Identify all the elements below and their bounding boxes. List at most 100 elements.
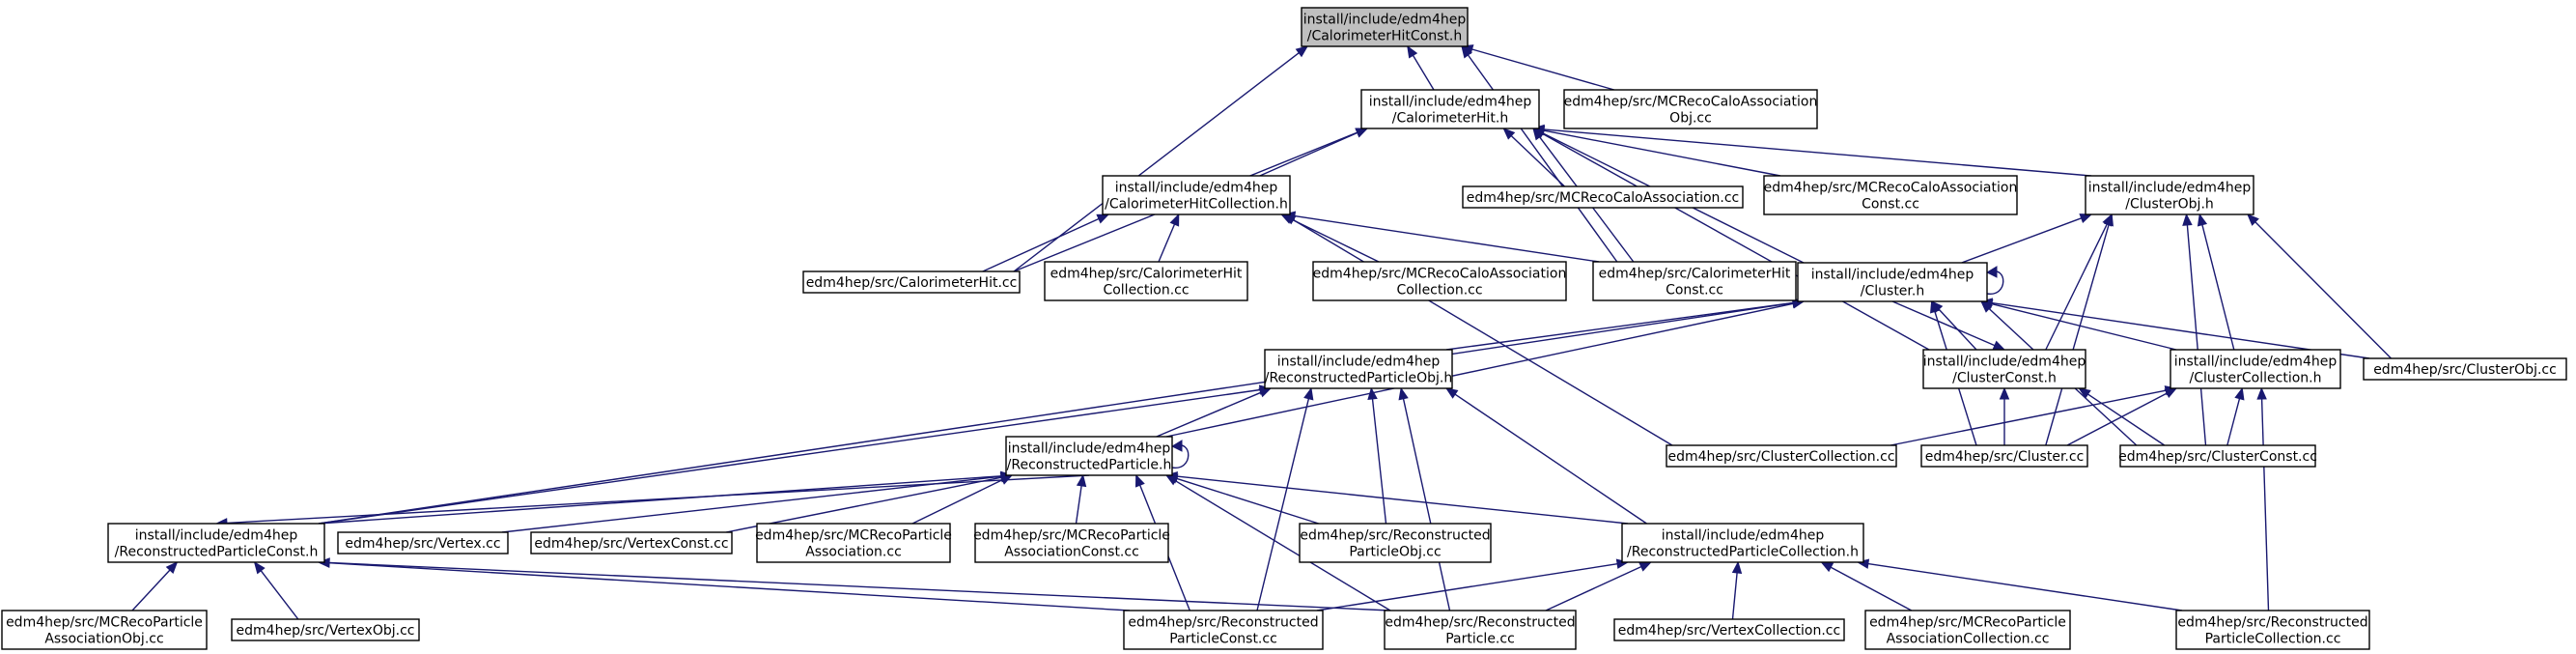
node-rpH[interactable]: install/include/edm4hep/ReconstructedPar…: [1005, 436, 1173, 476]
edge-line: [2201, 224, 2235, 351]
node-box: [2363, 357, 2567, 381]
node-clConstCC[interactable]: edm4hep/src/ClusterConst.cc: [2118, 444, 2317, 468]
node-chcH[interactable]: install/include/edm4hep/CalorimeterHitCo…: [1102, 175, 1291, 215]
edge-clCollH-to-clCollCC: [1890, 385, 2178, 446]
node-rpCollH[interactable]: install/include/edm4hep/ReconstructedPar…: [1621, 523, 1864, 563]
node-box: [1360, 89, 1540, 129]
node-rpObjCC[interactable]: edm4hep/src/ReconstructedParticleObj.cc: [1299, 523, 1492, 563]
node-rpConstH[interactable]: install/include/edm4hep/ReconstructedPar…: [107, 523, 325, 563]
arrowhead: [1999, 386, 2010, 400]
node-rpCollCC[interactable]: edm4hep/src/ReconstructedParticleCollect…: [2175, 610, 2370, 650]
node-box: [1462, 185, 1744, 209]
edge-line: [318, 475, 1002, 525]
arrowhead: [2182, 213, 2193, 226]
node-box: [1563, 89, 1818, 129]
node-mcrpaConstCC[interactable]: edm4hep/src/MCRecoParticleAssociationCon…: [973, 523, 1170, 563]
node-vertexCollCC[interactable]: edm4hep/src/VertexCollection.cc: [1613, 618, 1845, 641]
edge-rpCollH-to-rpConstCC: [1316, 558, 1630, 611]
node-label-line: install/include/edm4hep: [2088, 181, 2252, 196]
arrowhead: [1930, 299, 1941, 314]
node-box: [1044, 261, 1248, 301]
node-chh[interactable]: install/include/edm4hep/CalorimeterHit.h: [1360, 89, 1540, 129]
edge-line: [1158, 223, 1176, 263]
node-rpConstCC[interactable]: edm4hep/src/ReconstructedParticleConst.c…: [1123, 610, 1324, 650]
node-box: [1005, 436, 1173, 476]
edge-clObjH-to-clCollH: [2197, 213, 2235, 351]
node-label-line: /ReconstructedParticleConst.h: [115, 545, 319, 560]
node-clObjH[interactable]: install/include/edm4hep/ClusterObj.h: [2085, 175, 2254, 215]
node-label-line: AssociationConst.cc: [1004, 545, 1139, 560]
edge-line: [2186, 224, 2207, 446]
edge-line: [1412, 55, 1435, 91]
node-label-line: /ClusterCollection.h: [2190, 371, 2322, 386]
edge-line: [226, 474, 1090, 525]
node-mcrpaObjCC[interactable]: edm4hep/src/MCRecoParticleAssociationObj…: [1, 610, 208, 650]
node-label-line: edm4hep/src/VertexObj.cc: [237, 623, 415, 639]
node-rpObjH[interactable]: install/include/edm4hep/ReconstructedPar…: [1264, 349, 1453, 389]
edge-line: [2045, 224, 2110, 446]
edge-clCollH-to-rpCollCC: [2256, 386, 2270, 611]
edge-line: [2260, 398, 2270, 611]
arrowhead: [2234, 386, 2245, 401]
edge-line: [1731, 572, 1738, 620]
arrowhead: [1398, 386, 1409, 401]
edge-clH-to-rpConstH: [318, 298, 1806, 525]
edge-line: [1471, 48, 1614, 91]
node-label-line: edm4hep/src/CalorimeterHit.cc: [806, 275, 1018, 291]
node-label-line: edm4hep/src/MCRecoCaloAssociation: [1564, 95, 1818, 110]
node-layer: install/include/edm4hep/CalorimeterHitCo…: [1, 7, 2567, 650]
node-vertexConstCC[interactable]: edm4hep/src/VertexConst.cc: [530, 531, 733, 554]
edge-root-to-chh: [1407, 44, 1435, 91]
node-mcrpaCollCC[interactable]: edm4hep/src/MCRecoParticleAssociationCol…: [1864, 610, 2071, 650]
node-root[interactable]: install/include/edm4hep/CalorimeterHitCo…: [1301, 7, 1469, 47]
arrowhead: [165, 561, 179, 574]
node-vertexObjCC[interactable]: edm4hep/src/VertexObj.cc: [231, 618, 420, 641]
node-clCollCC[interactable]: edm4hep/src/ClusterCollection.cc: [1666, 444, 1897, 468]
node-chcCC[interactable]: edm4hep/src/CalorimeterHitCollection.cc: [1044, 261, 1248, 301]
node-label-line: edm4hep/src/Reconstructed: [1385, 615, 1575, 631]
edge-line: [1371, 398, 1387, 525]
node-vertexCC[interactable]: edm4hep/src/Vertex.cc: [337, 531, 509, 554]
node-box: [1666, 444, 1897, 468]
node-label-line: edm4hep/src/MCRecoParticle: [6, 615, 203, 631]
node-label-line: install/include/edm4hep: [2174, 355, 2338, 370]
node-label-line: /ReconstructedParticle.h: [1007, 458, 1172, 473]
node-label-line: edm4hep/src/MCRecoParticle: [1869, 615, 2066, 631]
node-box: [2085, 175, 2254, 215]
edge-line: [1543, 129, 1781, 177]
node-mcca[interactable]: edm4hep/src/MCRecoCaloAssociation.cc: [1462, 185, 1744, 209]
node-label-line: ParticleObj.cc: [1349, 545, 1441, 560]
node-label-line: edm4hep/src/VertexCollection.cc: [1618, 623, 1840, 639]
node-clObjCC[interactable]: edm4hep/src/ClusterObj.cc: [2363, 357, 2567, 381]
arrowhead: [1461, 44, 1472, 59]
node-box: [530, 531, 733, 554]
edge-layer: [131, 44, 2392, 620]
node-label-line: edm4hep/src/MCRecoParticle: [755, 528, 952, 544]
arrowhead: [1170, 440, 1183, 452]
node-box: [1264, 349, 1453, 389]
node-mccaConst[interactable]: edm4hep/src/MCRecoCaloAssociationConst.c…: [1763, 175, 2018, 215]
node-clH[interactable]: install/include/edm4hep/Cluster.h: [1797, 262, 1988, 302]
node-box: [1, 610, 208, 650]
node-mccaColl[interactable]: edm4hep/src/MCRecoCaloAssociationCollect…: [1312, 261, 1567, 301]
edge-line: [1293, 218, 1673, 446]
node-clConstH[interactable]: install/include/edm4hep/ClusterConst.h: [1922, 349, 2086, 389]
node-rpCC[interactable]: edm4hep/src/ReconstructedParticle.cc: [1384, 610, 1577, 650]
node-box: [107, 523, 325, 563]
arrowhead: [1992, 340, 2006, 351]
edge-rpCollH-to-vertexCollCC: [1731, 560, 1743, 620]
edge-line: [1402, 398, 1451, 611]
node-clCC[interactable]: edm4hep/src/Cluster.cc: [1920, 444, 2088, 468]
edge-rpObjH-to-rpCollH: [1444, 387, 1647, 525]
node-chCC[interactable]: edm4hep/src/CalorimeterHit.cc: [802, 270, 1021, 294]
edge-rpObjH-to-rpObjCC: [1367, 386, 1387, 525]
edge-line: [1156, 391, 1262, 438]
node-box: [1864, 610, 2071, 650]
edge-root-to-chCC: [1013, 45, 1309, 272]
node-clCollH[interactable]: install/include/edm4hep/ClusterCollectio…: [2170, 349, 2341, 389]
edge-chh-to-mccaConst: [1531, 125, 1781, 177]
node-chConstCC[interactable]: edm4hep/src/CalorimeterHitConst.cc: [1592, 261, 1797, 301]
